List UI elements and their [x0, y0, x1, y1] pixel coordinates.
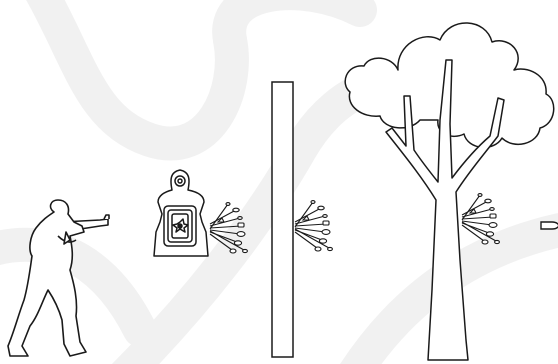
- silhouette-shooting-target-icon: [154, 170, 208, 256]
- impact-burst-icon: [295, 201, 332, 251]
- vertical-plank-icon: [272, 82, 293, 357]
- bullet-icon: [541, 222, 558, 229]
- tree-icon: [345, 23, 554, 360]
